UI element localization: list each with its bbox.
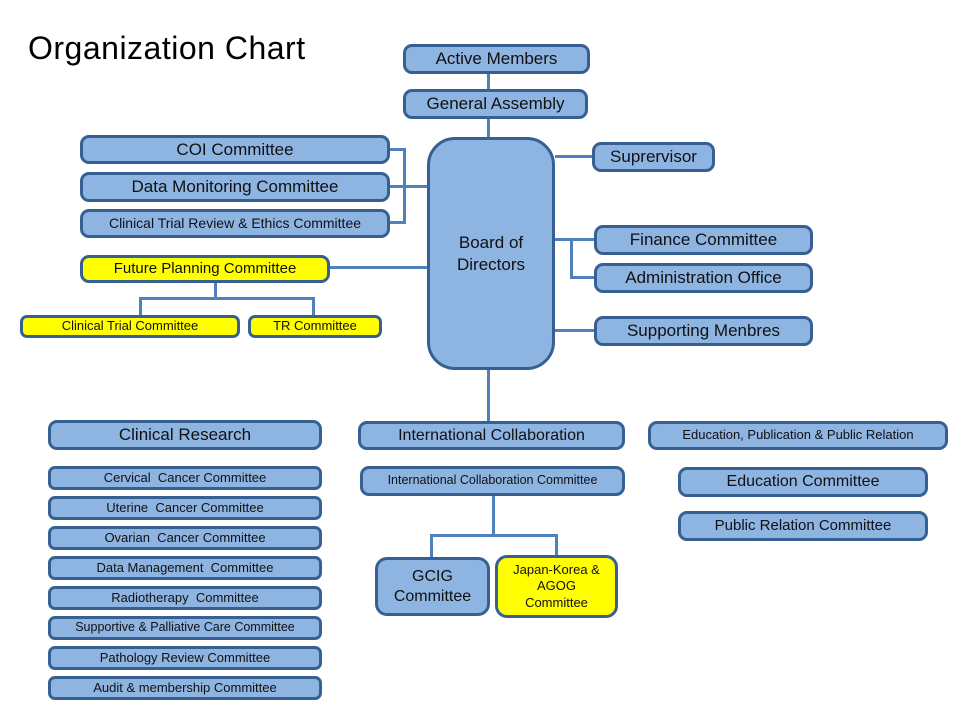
connector [555,329,594,332]
node-clinical-trial-review-ethics-committee: Clinical Trial Review & Ethics Committee [80,209,390,238]
node-coi-committee: COI Committee [80,135,390,164]
connector [430,534,433,557]
connector [390,185,427,188]
node-supervisor: Suprervisor [592,142,715,172]
node-finance-committee: Finance Committee [594,225,813,255]
node-international-collaboration: International Collaboration [358,421,625,450]
connector [390,148,406,151]
page-title: Organization Chart [28,30,306,66]
connector [555,534,558,556]
node-data-monitoring-committee: Data Monitoring Committee [80,172,390,202]
node-pathology-review-committee: Pathology Review Committee [48,646,322,670]
connector [139,297,142,315]
connector [555,155,592,158]
node-board-of-directors: Board of Directors [427,137,555,370]
connector [214,283,217,299]
connector [390,221,406,224]
node-clinical-research: Clinical Research [48,420,322,450]
node-future-planning-committee: Future Planning Committee [80,255,330,283]
node-radiotherapy-committee: Radiotherapy Committee [48,586,322,610]
connector [492,496,495,536]
connector [330,266,427,269]
node-general-assembly: General Assembly [403,89,588,119]
connector [139,297,315,300]
node-tr-committee: TR Committee [248,315,382,338]
connector [312,297,315,315]
connector [555,238,594,241]
node-supportive-palliative-care-committee: Supportive & Palliative Care Committee [48,616,322,640]
node-data-management-committee: Data Management Committee [48,556,322,580]
node-education-publication-public-relation: Education, Publication & Public Relation [648,421,948,450]
node-ovarian-cancer-committee: Ovarian Cancer Committee [48,526,322,550]
node-gcig-committee: GCIG Committee [375,557,490,616]
connector [570,238,573,279]
node-clinical-trial-committee: Clinical Trial Committee [20,315,240,338]
node-administration-office: Administration Office [594,263,813,293]
connector [487,119,490,138]
node-education-committee: Education Committee [678,467,928,497]
connector [430,534,558,537]
node-japan-korea-agog-committee: Japan-Korea & AGOG Committee [495,555,618,618]
node-active-members: Active Members [403,44,590,74]
node-cervical-cancer-committee: Cervical Cancer Committee [48,466,322,490]
connector [487,370,490,421]
node-supporting-members: Supporting Menbres [594,316,813,346]
node-public-relation-committee: Public Relation Committee [678,511,928,541]
node-audit-membership-committee: Audit & membership Committee [48,676,322,700]
node-uterine-cancer-committee: Uterine Cancer Committee [48,496,322,520]
connector [570,276,594,279]
connector [487,74,490,90]
node-international-collaboration-committee: International Collaboration Committee [360,466,625,496]
